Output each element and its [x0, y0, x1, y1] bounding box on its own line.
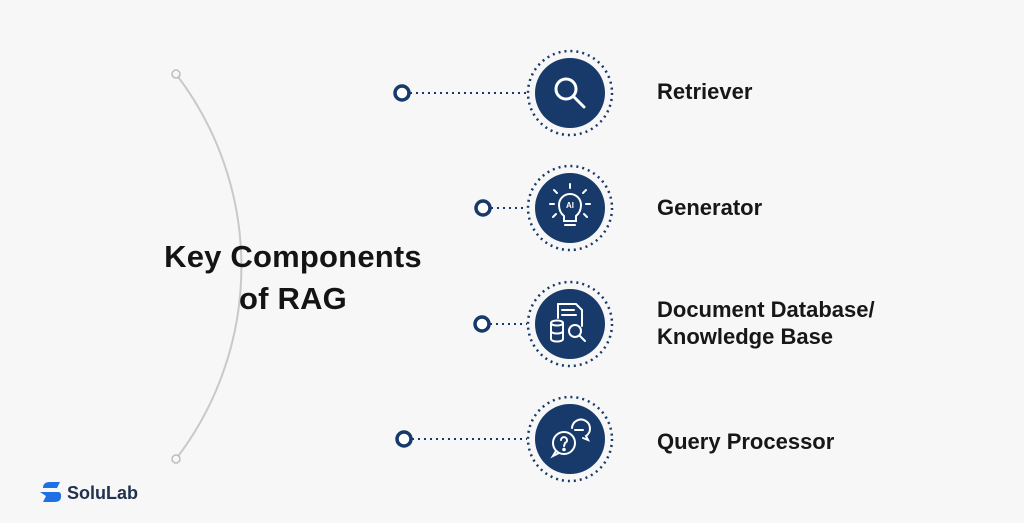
svg-text:AI: AI	[566, 201, 574, 210]
icon-dotted-ring	[526, 164, 614, 252]
connector-node	[393, 84, 411, 102]
arc-endpoint-bottom	[171, 454, 181, 464]
solulab-logo: SoluLab	[40, 481, 138, 505]
component-document-database	[473, 280, 614, 368]
label-document-database-line-1: Document Database/	[657, 297, 875, 322]
label-query-processor: Query Processor	[657, 429, 835, 454]
label-document-database-line-2: Knowledge Base	[657, 324, 834, 349]
magnifier-icon	[554, 77, 586, 109]
icon-dotted-ring	[526, 49, 614, 137]
icon-badge	[535, 404, 605, 474]
connector-node	[473, 315, 491, 333]
icon-badge	[535, 173, 605, 243]
icon-badge	[535, 289, 605, 359]
logo-mark	[40, 482, 61, 502]
diagram-title: Key Components of RAG	[128, 236, 458, 320]
document-database-search-icon	[550, 303, 586, 343]
arc-endpoint-top	[171, 69, 181, 79]
label-document-database: Document Database/ Knowledge Base	[657, 296, 875, 350]
component-query-processor	[395, 395, 614, 483]
title-line-2: of RAG	[239, 281, 347, 316]
icon-dotted-ring	[526, 395, 614, 483]
component-retriever	[393, 49, 614, 137]
arc-line	[175, 73, 243, 460]
connector-node	[395, 430, 413, 448]
icon-badge	[535, 58, 605, 128]
label-retriever: Retriever	[657, 79, 753, 104]
logo-text: SoluLab	[67, 482, 138, 503]
connector-node	[474, 199, 492, 217]
component-generator: AI	[474, 164, 614, 252]
label-generator: Generator	[657, 195, 763, 220]
title-line-1: Key Components	[164, 239, 422, 274]
question-chat-bubbles-icon	[550, 418, 591, 459]
ai-lightbulb-icon: AI	[549, 183, 591, 226]
icon-dotted-ring	[526, 280, 614, 368]
